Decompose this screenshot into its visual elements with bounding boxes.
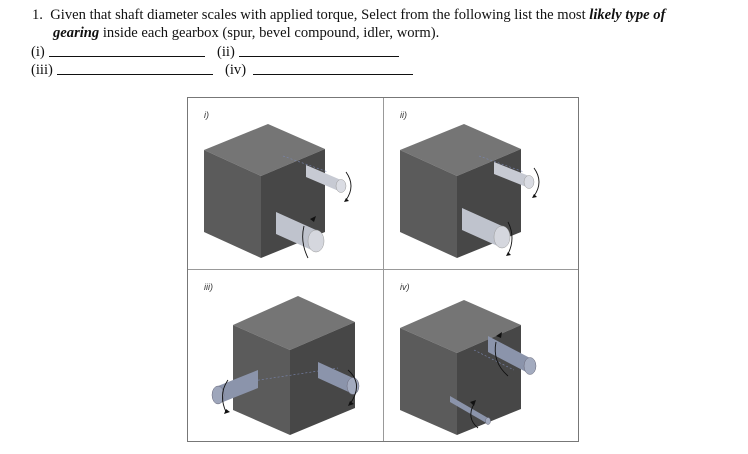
question-text-1: Given that shaft diameter scales with ap…: [50, 7, 590, 23]
gearbox-front-face: [204, 150, 261, 258]
question-emphasis-1: likely type of: [589, 7, 666, 23]
answer-blank-iv[interactable]: [253, 61, 413, 75]
panel-label: i): [204, 110, 209, 120]
shaft-left-side: [211, 370, 258, 414]
figure-divider-horizontal: [188, 269, 578, 270]
answer-label-iii: (iii): [31, 62, 53, 78]
answer-label-iv: (iv): [225, 62, 247, 78]
panel-ii: ii): [384, 98, 578, 269]
shaft-small-upper: [494, 162, 540, 198]
shaft-small-upper: [306, 165, 352, 202]
panel-label: iv): [400, 282, 410, 292]
shaft-large-lower: [276, 212, 325, 259]
answer-label-ii: (ii): [217, 44, 235, 60]
gearbox-top-face: [400, 300, 521, 353]
answer-label-i: (i): [31, 44, 45, 60]
answer-blank-i[interactable]: [49, 43, 205, 57]
panel-label: ii): [400, 110, 407, 120]
gearbox-drawing: [204, 124, 352, 259]
shaft-large-lower: [462, 208, 513, 256]
shaft-small-lower: [450, 396, 491, 429]
gearbox-drawing: [211, 296, 360, 435]
gearbox-drawing: [400, 300, 537, 435]
panel-label: iii): [204, 282, 213, 292]
panel-i: i): [188, 98, 382, 269]
gearbox-drawing: [400, 124, 540, 258]
question-line-1: 1. Given that shaft diameter scales with…: [32, 6, 742, 24]
gearbox-front-face: [233, 325, 290, 435]
shaft-right-side: [318, 362, 360, 406]
gearbox-top-face: [400, 124, 521, 176]
question-text-2: inside each gearbox (spur, bevel compoun…: [99, 25, 440, 41]
answer-blank-iii[interactable]: [57, 61, 213, 75]
answer-blank-ii[interactable]: [239, 43, 399, 57]
gearbox-top-face: [233, 296, 355, 350]
gearbox-top-face: [204, 124, 325, 176]
question-block: 1. Given that shaft diameter scales with…: [32, 6, 742, 42]
panel-iv: iv): [384, 270, 578, 441]
gearbox-figure: i) ii): [187, 97, 579, 442]
panel-iii: iii): [188, 270, 382, 441]
question-number: 1.: [32, 7, 43, 23]
gearbox-front-face: [400, 150, 457, 258]
gearbox-front-face: [400, 328, 457, 435]
question-line-2: gearing inside each gearbox (spur, bevel…: [32, 24, 742, 42]
shaft-large-upper: [488, 332, 537, 377]
question-emphasis-2: gearing: [53, 25, 100, 41]
